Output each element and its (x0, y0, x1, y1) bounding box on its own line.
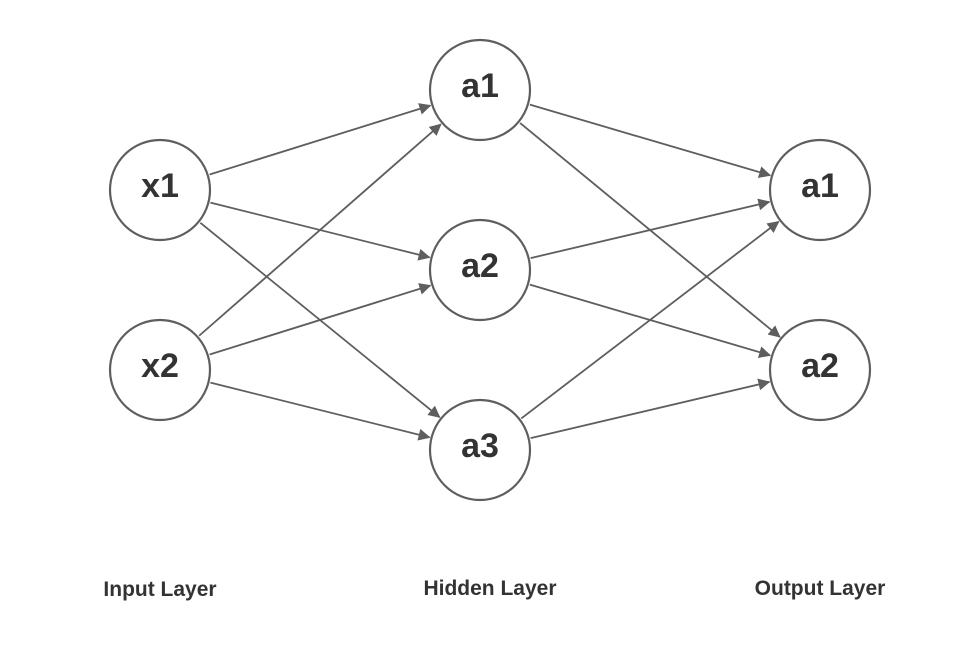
node-label: x1 (141, 167, 179, 205)
neurons: x1 x2 a1 a2 a3 a1 a2 (108, 38, 872, 502)
node-label: a2 (461, 247, 499, 285)
node-circle (768, 318, 872, 422)
edge-hid_a3-to-out_a1 (520, 220, 780, 420)
node-circle (428, 398, 532, 502)
edge-in_x2-to-hid_a1 (198, 123, 442, 337)
node-label: a2 (801, 347, 839, 385)
node-circle (768, 138, 872, 242)
node-circle (428, 218, 532, 322)
edge-hid_a2-to-out_a1 (530, 198, 771, 259)
node-circle (108, 318, 212, 422)
node-hidden-a3: a3 (428, 398, 532, 502)
edge-hid_a1-to-out_a1 (529, 103, 772, 178)
node-output-a1: a1 (768, 138, 872, 242)
node-label: a1 (461, 67, 499, 105)
node-label: x2 (141, 347, 179, 385)
edge-hid_a3-to-out_a2 (530, 378, 771, 439)
node-hidden-a2: a2 (428, 218, 532, 322)
edge-in_x1-to-hid_a1 (209, 103, 432, 176)
edge-in_x2-to-hid_a3 (210, 381, 431, 441)
node-label: a1 (801, 167, 839, 205)
node-label: a3 (461, 427, 499, 465)
connections (198, 103, 781, 441)
node-output-a2: a2 (768, 318, 872, 422)
node-circle (428, 38, 532, 142)
node-hidden-a1: a1 (428, 38, 532, 142)
node-input-x2: x2 (108, 318, 212, 422)
node-input-x1: x1 (108, 138, 212, 242)
node-circle (108, 138, 212, 242)
hidden-layer-label: Hidden Layer (423, 577, 557, 600)
input-layer-label: Input Layer (103, 578, 217, 601)
output-layer-label: Output Layer (754, 577, 886, 600)
edge-in_x2-to-hid_a2 (209, 283, 432, 356)
